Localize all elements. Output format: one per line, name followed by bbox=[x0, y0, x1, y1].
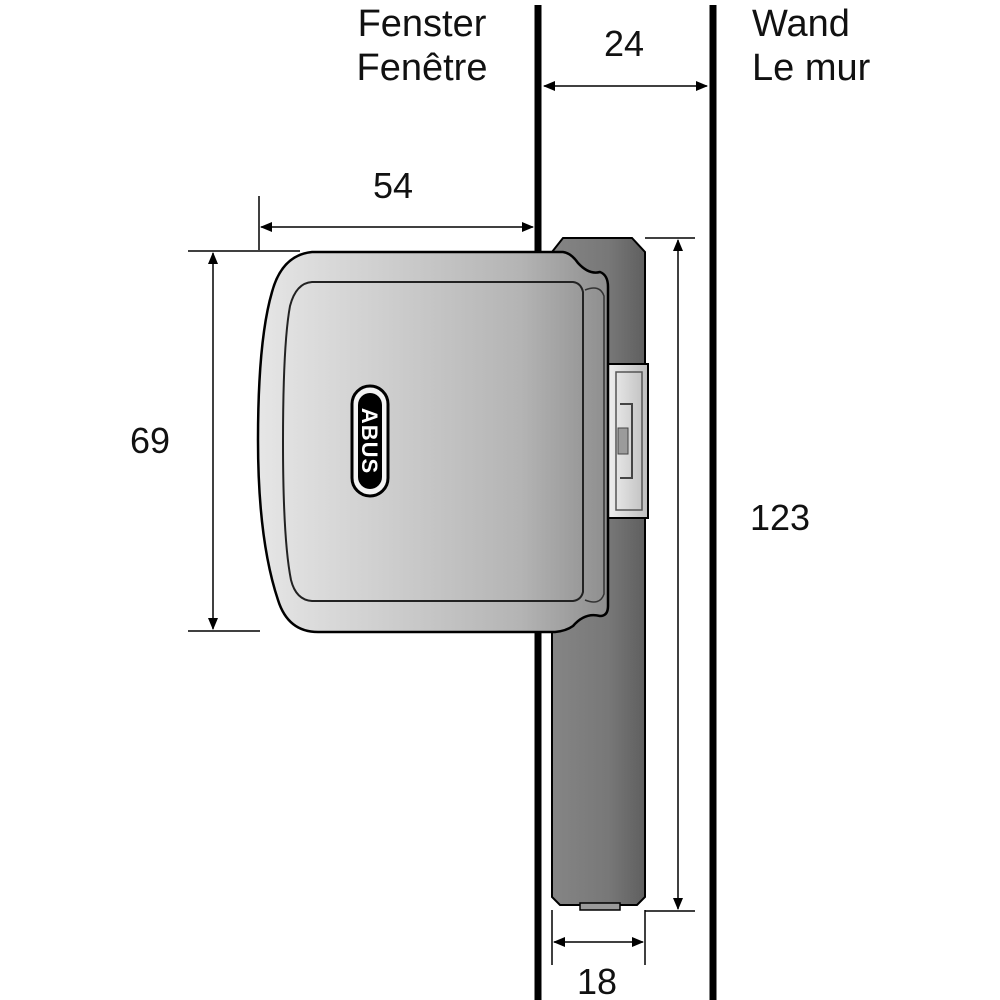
dim-width-value: 54 bbox=[373, 165, 413, 206]
wall-label-fr: Le mur bbox=[752, 47, 871, 89]
abus-logo-text: ABUS bbox=[357, 408, 382, 474]
dim-handle-height-value: 69 bbox=[130, 420, 170, 461]
dim-gap: 24 bbox=[543, 23, 708, 91]
bolt-plate bbox=[605, 363, 649, 519]
dim-base-width: 18 bbox=[551, 910, 646, 1000]
dim-base-height-value: 123 bbox=[750, 497, 810, 538]
dim-base-height: 123 bbox=[645, 237, 810, 912]
window-label-fr: Fenêtre bbox=[357, 47, 488, 89]
abus-logo: ABUS bbox=[350, 384, 390, 498]
lock-housing bbox=[256, 250, 610, 634]
dim-handle-height: 69 bbox=[130, 250, 300, 632]
wall-label-de: Wand bbox=[752, 3, 850, 45]
window-label-de: Fenster bbox=[358, 3, 487, 45]
dim-gap-value: 24 bbox=[604, 23, 644, 64]
dim-base-width-value: 18 bbox=[577, 961, 617, 1000]
dim-width: 54 bbox=[258, 165, 534, 250]
